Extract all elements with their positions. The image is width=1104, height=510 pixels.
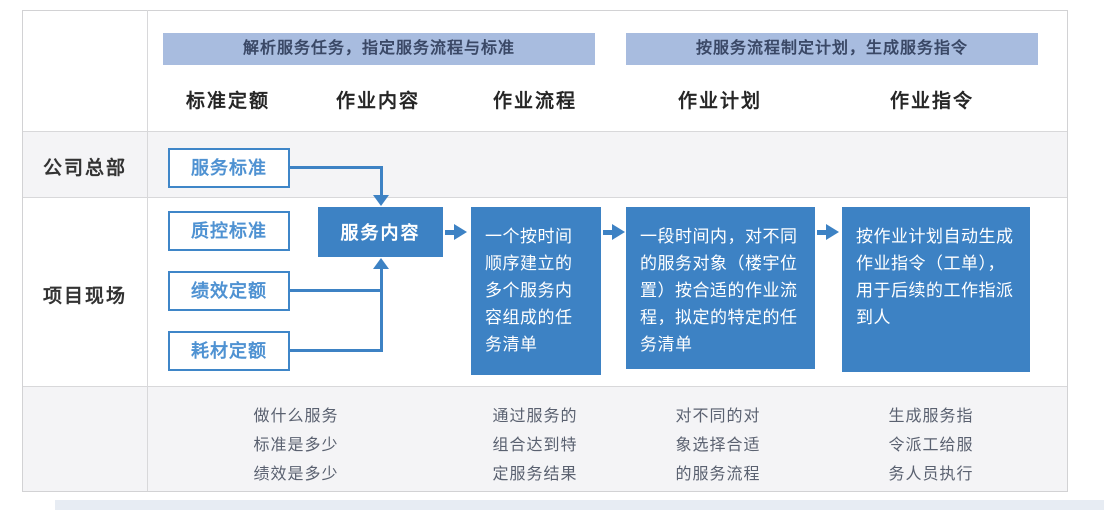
box-task-list: 一个按时间顺序建立的多个服务内容组成的任务清单 — [471, 207, 601, 375]
connector-line — [380, 166, 383, 196]
box-service-standard: 服务标准 — [168, 148, 290, 188]
grid-line-vertical — [147, 10, 148, 491]
footnote-work-plan: 对不同的对 象选择合适 的服务流程 — [675, 408, 761, 483]
connector-line — [290, 166, 382, 169]
row-label-headquarters: 公司总部 — [42, 158, 127, 179]
box-performance-quota: 绩效定额 — [168, 271, 290, 311]
arrow-right-icon — [826, 224, 839, 240]
box-qc-standard: 质控标准 — [168, 211, 290, 251]
connector-line — [380, 269, 383, 352]
phase-bar-plan: 按服务流程制定计划，生成服务指令 — [626, 33, 1038, 65]
connector-line — [603, 230, 612, 235]
column-header-work-content: 作业内容 — [335, 91, 420, 112]
box-service-content: 服务内容 — [318, 207, 443, 257]
connector-line — [445, 230, 454, 235]
footnote-standard-quota: 做什么服务 标准是多少 绩效是多少 — [253, 408, 339, 483]
arrow-right-icon — [612, 224, 625, 240]
arrow-up-icon — [373, 258, 389, 269]
connector-line — [817, 230, 826, 235]
grid-line-horizontal — [23, 197, 1067, 198]
column-header-work-order: 作业指令 — [889, 91, 974, 112]
box-work-order: 按作业计划自动生成作业指令（工单），用于后续的工作指派到人 — [842, 207, 1030, 372]
connector-line — [290, 289, 382, 292]
box-work-plan: 一段时间内，对不同的服务对象（楼宇位置）按合适的作业流程，拟定的特定的任务清单 — [626, 207, 815, 369]
footnote-work-order: 生成服务指 令派工给服 务人员执行 — [888, 408, 974, 483]
box-consumable-quota: 耗材定额 — [168, 331, 290, 371]
connector-line — [290, 349, 382, 352]
grid-line-horizontal — [23, 386, 1067, 387]
arrow-down-icon — [373, 195, 389, 206]
row-label-project-site: 项目现场 — [42, 286, 127, 307]
phase-bar-analyze: 解析服务任务，指定服务流程与标准 — [163, 33, 595, 65]
bottom-strip — [55, 500, 1104, 510]
grid-line-horizontal — [23, 131, 1067, 132]
column-header-work-plan: 作业计划 — [677, 91, 762, 112]
footnote-work-flow: 通过服务的 组合达到特 定服务结果 — [492, 408, 578, 483]
column-header-standard-quota: 标准定额 — [185, 91, 270, 112]
column-header-work-flow: 作业流程 — [492, 91, 577, 112]
row-tint-footnotes — [23, 387, 1067, 491]
arrow-right-icon — [454, 224, 467, 240]
